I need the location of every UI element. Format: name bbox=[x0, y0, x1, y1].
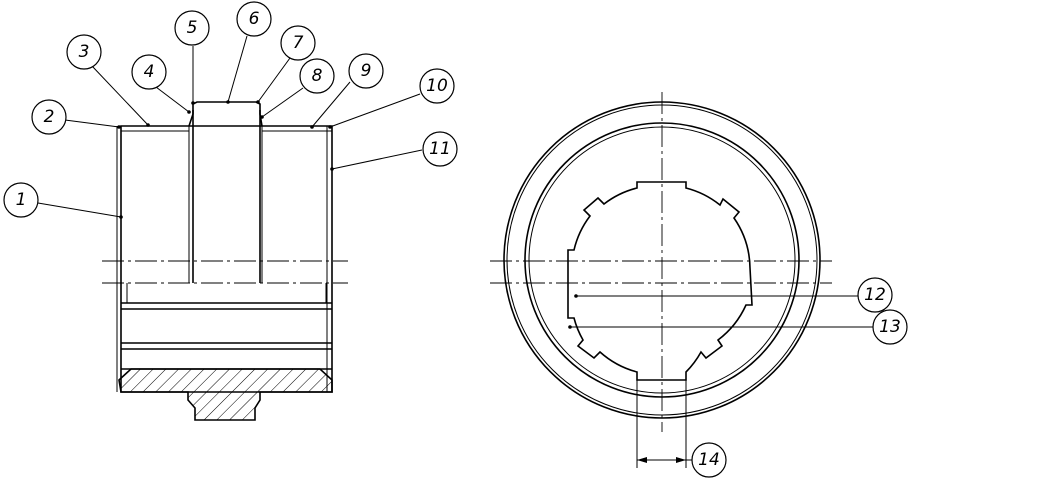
callout-label: 3 bbox=[79, 42, 90, 62]
spline-bore bbox=[567, 181, 753, 381]
callout-label: 8 bbox=[312, 66, 323, 86]
callout-label: 13 bbox=[879, 317, 901, 337]
leader-dots bbox=[117, 100, 578, 329]
body-outline bbox=[120, 125, 333, 393]
callout-label: 4 bbox=[144, 62, 155, 82]
callout-label: 11 bbox=[429, 139, 451, 159]
callout-10: 10 bbox=[419, 68, 455, 104]
callout-label: 9 bbox=[361, 61, 372, 81]
callout-label: 5 bbox=[187, 18, 198, 38]
dim-arrow-left bbox=[637, 457, 647, 463]
callout-8: 8 bbox=[299, 58, 335, 94]
callout-14: 14 bbox=[691, 442, 727, 478]
dim-arrow-right bbox=[676, 457, 686, 463]
callout-4: 4 bbox=[131, 54, 167, 90]
callout-5: 5 bbox=[174, 10, 210, 46]
side-view bbox=[102, 101, 348, 421]
callout-12: 12 bbox=[857, 277, 893, 313]
callout-3: 3 bbox=[66, 34, 102, 70]
callout-9: 9 bbox=[348, 53, 384, 89]
callout-label: 7 bbox=[293, 33, 304, 53]
callout-label: 12 bbox=[864, 285, 886, 305]
callout-label: 6 bbox=[249, 9, 260, 29]
callout-label: 10 bbox=[426, 76, 448, 96]
callout-label: 1 bbox=[16, 190, 27, 210]
callout-2: 2 bbox=[31, 99, 67, 135]
slot-outline bbox=[188, 101, 263, 127]
callout-11: 11 bbox=[422, 131, 458, 167]
callout-13: 13 bbox=[872, 309, 908, 345]
hatched-section bbox=[118, 368, 333, 421]
callout-label: 2 bbox=[44, 107, 55, 127]
callout-1: 1 bbox=[3, 182, 39, 218]
callout-6: 6 bbox=[236, 1, 272, 37]
callout-7: 7 bbox=[280, 25, 316, 61]
leader-lines bbox=[37, 35, 874, 461]
callout-label: 14 bbox=[698, 450, 720, 470]
front-view bbox=[490, 92, 832, 468]
